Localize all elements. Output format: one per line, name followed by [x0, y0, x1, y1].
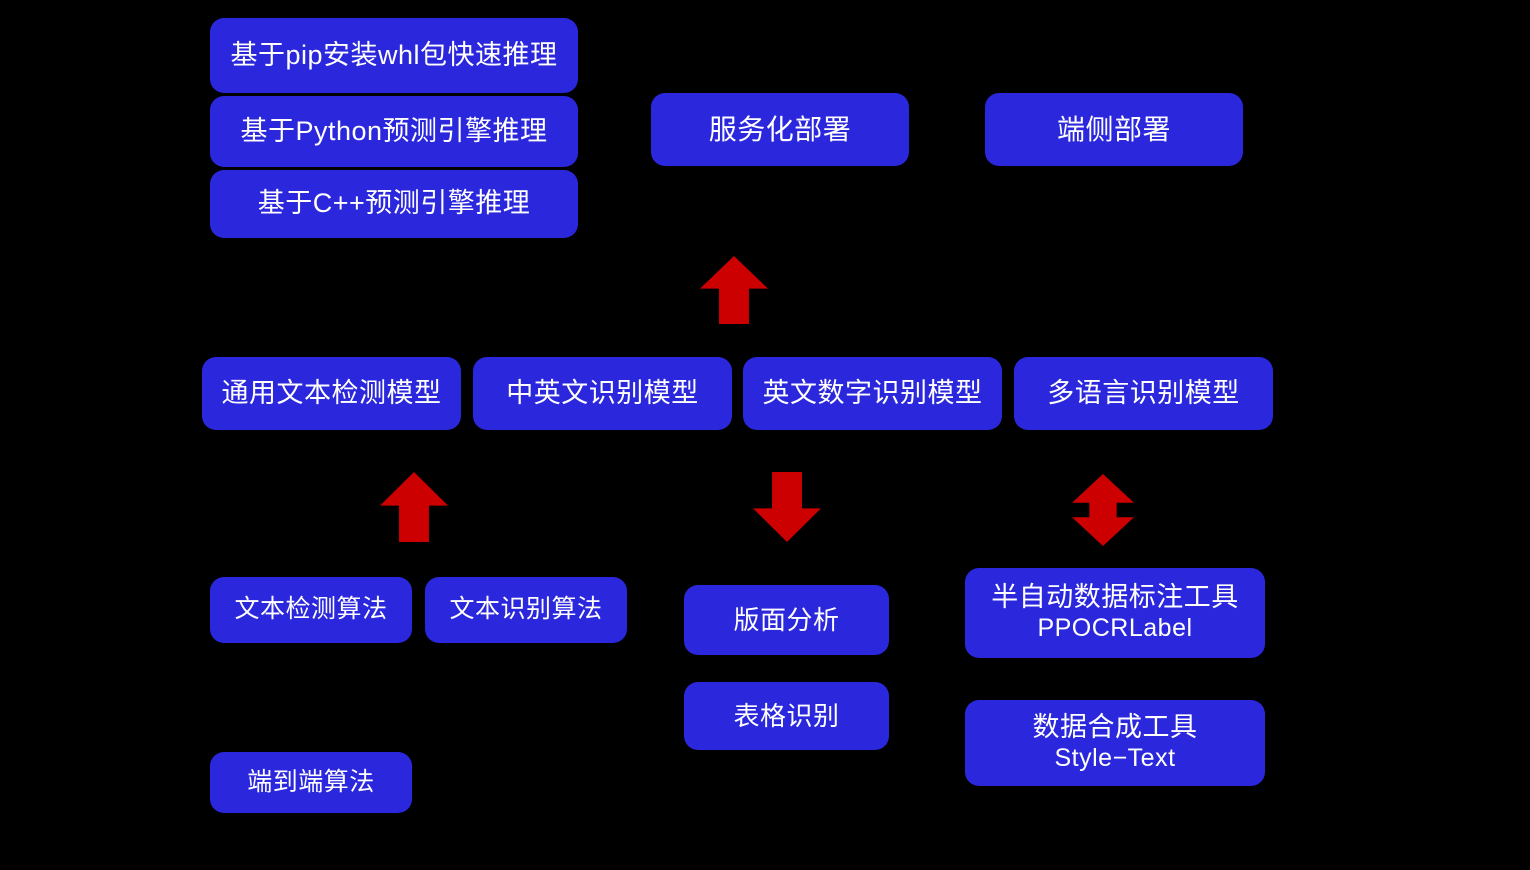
node-label-primary: 多语言识别模型 [1047, 377, 1240, 408]
node-label-primary: 服务化部署 [708, 113, 852, 145]
node-edge-deployment[interactable]: 端侧部署 [985, 93, 1243, 166]
node-label-secondary: PPOCRLabel [1037, 614, 1193, 643]
node-label-secondary: Style−Text [1054, 744, 1176, 773]
node-label-primary: 数据合成工具 [1032, 712, 1198, 743]
node-label-primary: 中英文识别模型 [506, 377, 699, 408]
node-label-primary: 基于pip安装whl包快速推理 [230, 39, 558, 70]
arrow-updown-multilingual-to-data-tools [1072, 474, 1134, 546]
arrow-up-models-to-deployment [700, 256, 768, 324]
node-table-recognition[interactable]: 表格识别 [684, 682, 889, 750]
node-label-primary: 文本识别算法 [449, 595, 603, 624]
node-label-primary: 基于C++预测引擎推理 [257, 188, 531, 219]
node-text-recognition-algorithm[interactable]: 文本识别算法 [425, 577, 627, 643]
node-layout-analysis[interactable]: 版面分析 [684, 585, 889, 655]
node-pip-whl-inference[interactable]: 基于pip安装whl包快速推理 [210, 18, 578, 93]
arrow-up-algorithms-to-detection-model [380, 472, 448, 542]
node-python-engine-inference[interactable]: 基于Python预测引擎推理 [210, 96, 578, 167]
node-end-to-end-algorithm[interactable]: 端到端算法 [210, 752, 412, 813]
node-cpp-engine-inference[interactable]: 基于C++预测引擎推理 [210, 170, 578, 238]
node-chinese-english-recognition-model[interactable]: 中英文识别模型 [473, 357, 732, 430]
node-multilingual-recognition-model[interactable]: 多语言识别模型 [1014, 357, 1273, 430]
node-service-deployment[interactable]: 服务化部署 [651, 93, 909, 166]
node-label-primary: 英文数字识别模型 [762, 377, 983, 408]
node-label-primary: 版面分析 [733, 604, 840, 635]
node-label-primary: 端到端算法 [247, 767, 375, 796]
arrow-down-recognition-model-to-structure [753, 472, 821, 542]
node-english-numeric-recognition-model[interactable]: 英文数字识别模型 [743, 357, 1002, 430]
node-text-detection-algorithm[interactable]: 文本检测算法 [210, 577, 412, 643]
node-label-primary: 文本检测算法 [234, 595, 388, 624]
node-label-primary: 通用文本检测模型 [221, 377, 442, 408]
node-label-primary: 端侧部署 [1056, 113, 1171, 145]
node-label-primary: 基于Python预测引擎推理 [240, 115, 548, 146]
node-general-text-detection-model[interactable]: 通用文本检测模型 [202, 357, 461, 430]
node-label-primary: 半自动数据标注工具 [991, 582, 1239, 613]
node-label-primary: 表格识别 [733, 700, 840, 731]
